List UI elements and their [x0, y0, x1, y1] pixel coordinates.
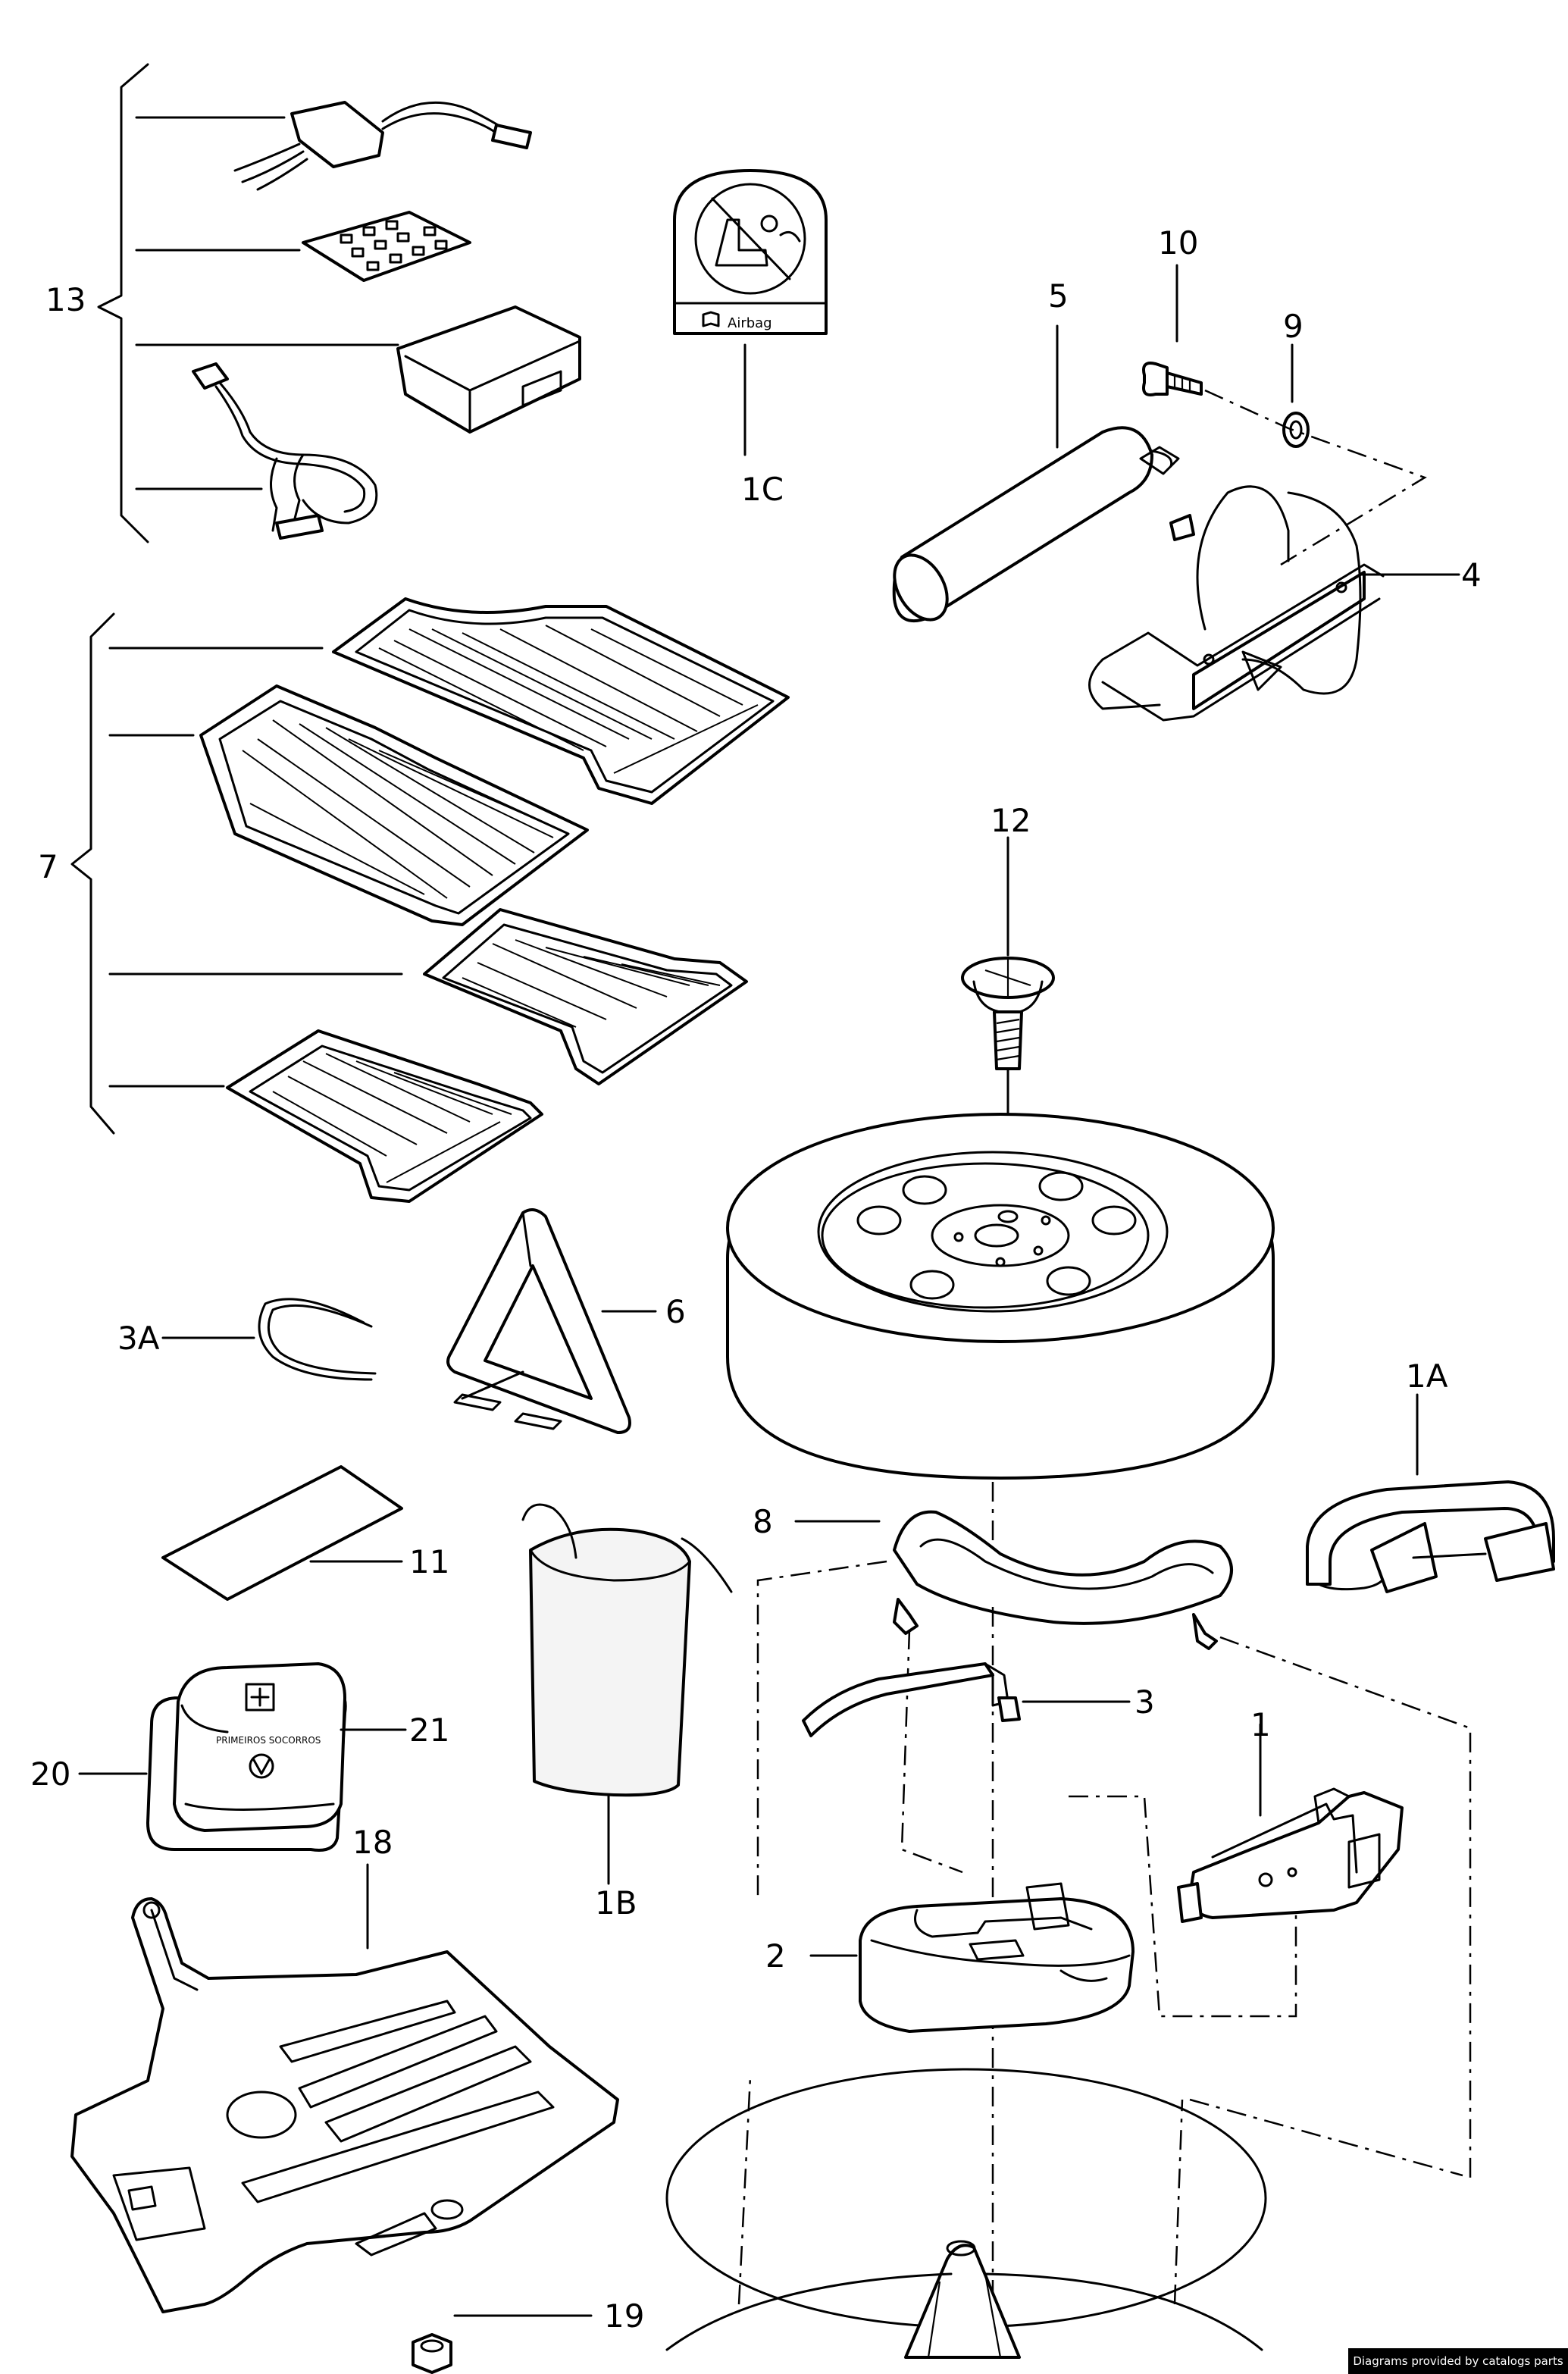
part-9-washer: 9 [1204, 308, 1427, 566]
part-11-card: 11 [161, 1465, 449, 1601]
sticker-text: Airbag [728, 315, 772, 331]
spare-wheel [726, 1113, 1275, 1554]
label-13: 13 [45, 281, 86, 318]
part-2-foam-insert: 2 [765, 1882, 1135, 2033]
mat3-ribs [462, 939, 721, 1028]
label-10: 10 [1158, 224, 1198, 262]
part-1a-strap: 1A [1306, 1358, 1555, 1593]
label-12: 12 [991, 802, 1031, 839]
label-3: 3 [1135, 1683, 1155, 1721]
part-6-warning-triangle: 6 [446, 1208, 686, 1434]
label-2: 2 [765, 1937, 786, 1975]
label-8: 8 [753, 1503, 773, 1540]
mat2-ribs [242, 719, 562, 899]
part-5-extinguisher: 5 [892, 277, 1180, 622]
part-7-floor-mats: 7 [38, 597, 790, 1203]
part-8-strap-holder: 8 [753, 1503, 1233, 1650]
label-4: 4 [1461, 556, 1482, 594]
label-19: 19 [604, 2297, 644, 2335]
label-1c: 1C [741, 471, 784, 508]
label-21: 21 [409, 1712, 449, 1749]
part-21-first-aid-pack: PRIMEIROS SOCORROS 21 [173, 1662, 449, 1832]
part-1-jack: 1 [1177, 1706, 1404, 1923]
part-4-bracket: 4 [1088, 485, 1482, 722]
label-1: 1 [1250, 1706, 1271, 1743]
part-18-shield: 18 [70, 1824, 619, 2313]
label-5: 5 [1048, 277, 1069, 315]
part-1b-bag: 1B [521, 1503, 733, 1921]
part-3-wheel-wrench: 3 [802, 1662, 1155, 1737]
label-6: 6 [665, 1293, 686, 1330]
part-3a-clip: 3A [117, 1298, 377, 1381]
part-19-nut: 19 [412, 2297, 644, 2374]
first-aid-text: PRIMEIROS SOCORROS [216, 1735, 321, 1746]
label-11: 11 [409, 1543, 449, 1580]
wheel-well [665, 2068, 1267, 2359]
mat1-ribs [378, 625, 759, 774]
part-13-group [97, 63, 581, 543]
label-1a: 1A [1406, 1358, 1448, 1395]
label-3a: 3A [117, 1320, 160, 1357]
label-9: 9 [1283, 308, 1304, 345]
label-18: 18 [352, 1824, 393, 1861]
credit-banner: Diagrams provided by catalogs parts [1348, 2348, 1568, 2374]
label-7: 7 [38, 848, 58, 885]
label-20: 20 [30, 1755, 70, 1793]
label-1b: 1B [595, 1884, 637, 1921]
part-1c-airbag-sticker: Airbag 1C [673, 169, 828, 508]
part-10-screw: 10 [1142, 224, 1203, 396]
mat4-ribs [272, 1053, 512, 1183]
